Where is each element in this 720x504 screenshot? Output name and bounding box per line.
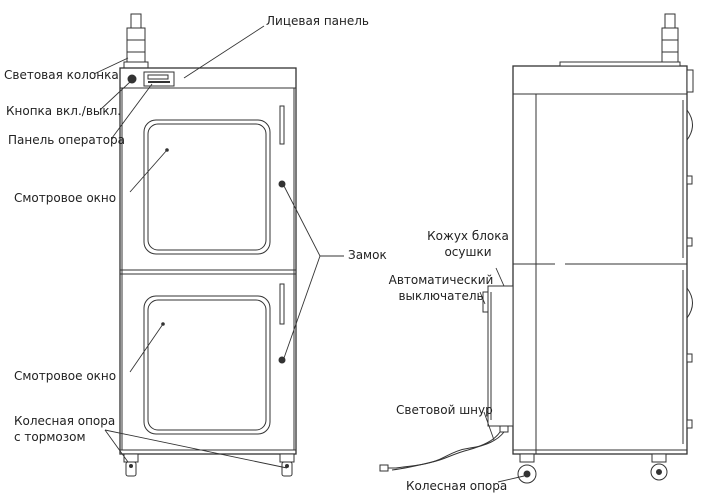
- top-window-drawing: [143, 119, 271, 255]
- breaker-drawing: [482, 291, 489, 313]
- label-caster-brake-1: Колесная опора: [14, 414, 116, 428]
- side-light-column-drawing: [661, 13, 679, 67]
- light-cord-drawing: [379, 425, 509, 472]
- front-view: [119, 13, 297, 477]
- label-breaker-2: выключатель: [398, 289, 484, 303]
- label-light-cord: Световой шнур: [396, 403, 493, 417]
- label-light-column: Световая колонка: [4, 68, 119, 82]
- leader-lines: [93, 25, 525, 483]
- label-caster-brake-2: с тормозом: [14, 430, 86, 444]
- label-operator-panel: Панель оператора: [8, 133, 126, 147]
- label-view-window-top: Смотровое окно: [14, 191, 117, 205]
- bottom-window-drawing: [143, 295, 271, 435]
- label-power-button: Кнопка вкл./выкл.: [6, 104, 122, 118]
- side-view: [379, 13, 694, 484]
- label-dryer-cover-1: Кожух блока: [427, 229, 509, 243]
- label-breaker-1: Автоматический: [388, 273, 494, 287]
- top-lock-drawing: [278, 180, 286, 188]
- label-caster: Колесная опора: [406, 479, 508, 493]
- bottom-lock-drawing: [278, 356, 286, 364]
- side-door-details: [682, 100, 693, 444]
- light-column-drawing: [123, 13, 149, 69]
- power-button-drawing: [127, 74, 137, 84]
- label-view-window-bottom: Смотровое окно: [14, 369, 117, 383]
- label-dryer-cover-2: осушки: [444, 245, 492, 259]
- side-casters-drawing: [517, 453, 668, 484]
- label-front-panel: Лицевая панель: [266, 14, 370, 28]
- label-lock: Замок: [348, 248, 387, 262]
- dryer-unit-drawing: [487, 285, 514, 427]
- front-casters-drawing: [123, 453, 295, 477]
- side-cabinet-body: [512, 65, 688, 455]
